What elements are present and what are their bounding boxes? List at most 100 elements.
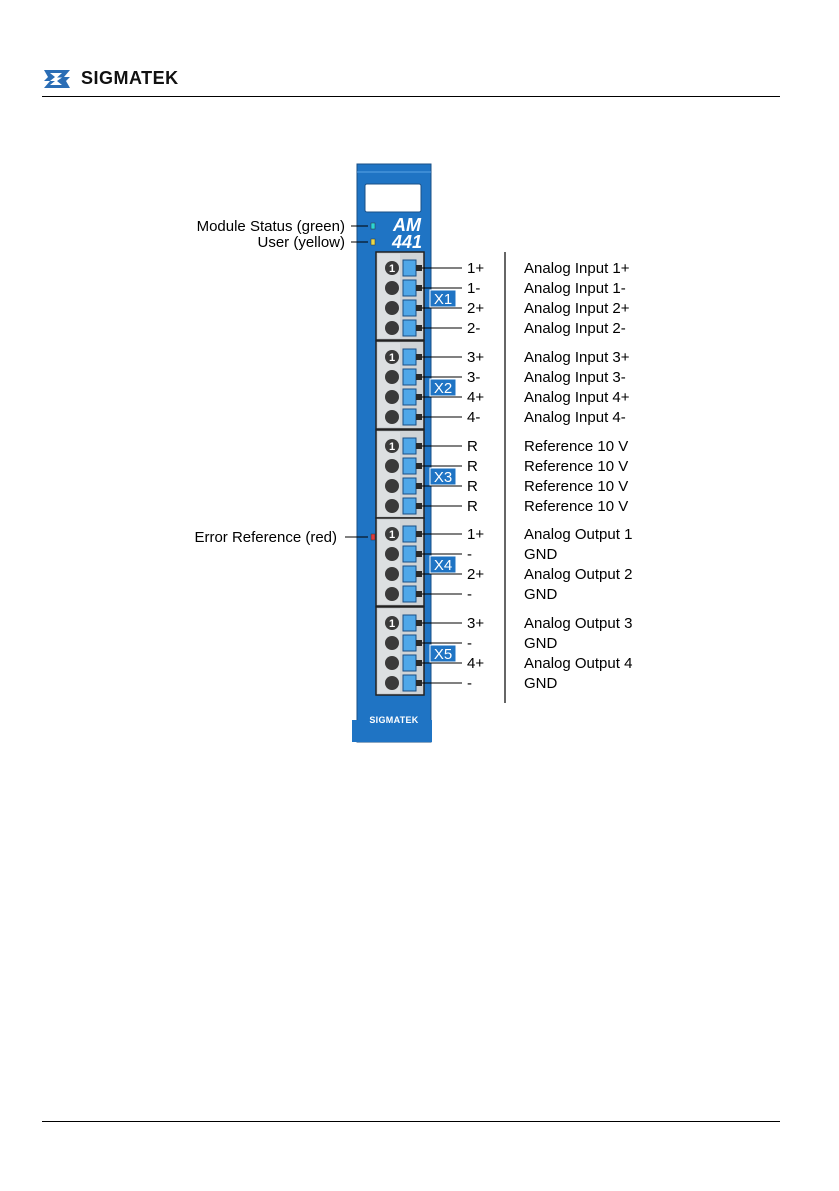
pin-description: Analog Input 4-: [524, 409, 626, 426]
brand-name: SIGMATEK: [81, 68, 179, 88]
header-divider: [42, 96, 780, 97]
spring-clamp: [402, 497, 417, 515]
screw-terminal: [385, 499, 399, 513]
screw-terminal: [385, 616, 399, 630]
pin1-marker: 1: [389, 352, 395, 364]
clamp-release: [416, 374, 422, 380]
connector-tag: X2: [434, 380, 452, 397]
pin-label: 1-: [467, 280, 480, 297]
screw-terminal: [385, 567, 399, 581]
clamp-release: [416, 503, 422, 509]
pin1-marker: 1: [389, 529, 395, 541]
spring-clamp: [402, 437, 417, 455]
clamp-release: [416, 571, 422, 577]
pin-description: Reference 10 V: [524, 478, 628, 495]
clamp-release: [416, 531, 422, 537]
pin-description: Analog Input 1-: [524, 280, 626, 297]
screw-terminal: [385, 261, 399, 275]
screw-terminal: [385, 547, 399, 561]
pin-label: 2-: [467, 320, 480, 337]
led-1: [370, 238, 376, 246]
spring-clamp: [402, 457, 417, 475]
pin-label: 3+: [467, 615, 484, 632]
clamp-release: [416, 394, 422, 400]
led-2: [370, 533, 376, 541]
pin-label: 4+: [467, 389, 484, 406]
clamp-release: [416, 443, 422, 449]
clamp-release: [416, 305, 422, 311]
clamp-release: [416, 680, 422, 686]
screw-terminal: [385, 676, 399, 690]
pin-label: -: [467, 675, 472, 692]
sigmatek-logo-icon: [44, 70, 70, 88]
connector-tag-bg: [429, 289, 457, 308]
spring-clamp: [402, 279, 417, 297]
spring-clamp: [402, 634, 417, 652]
screw-terminal: [385, 479, 399, 493]
pin-label: R: [467, 458, 478, 475]
screw-strip: [378, 254, 400, 338]
connector-tag-bg: [429, 644, 457, 663]
led-label-1: User (yellow): [257, 234, 345, 251]
screw-strip: [378, 520, 400, 604]
spring-clamp: [402, 477, 417, 495]
pin-description: GND: [524, 635, 558, 652]
connector-x2: 1: [375, 340, 462, 430]
pin-label: 3-: [467, 369, 480, 386]
spring-clamp: [402, 654, 417, 672]
spring-clamp: [402, 674, 417, 692]
screw-strip: [378, 609, 400, 693]
pin-description: Reference 10 V: [524, 458, 628, 475]
pin-label: R: [467, 438, 478, 455]
pin1-marker: 1: [389, 441, 395, 453]
clamp-release: [416, 660, 422, 666]
connector-tag: X3: [434, 469, 452, 486]
screw-terminal: [385, 321, 399, 335]
screw-terminal: [385, 301, 399, 315]
pin-label: 2+: [467, 566, 484, 583]
connector-tag: X5: [434, 646, 452, 663]
pin-label: 4+: [467, 655, 484, 672]
pin-label: R: [467, 498, 478, 515]
pin-description: Analog Input 1+: [524, 260, 630, 277]
screw-terminal: [385, 350, 399, 364]
pin-description: Analog Output 2: [524, 566, 632, 583]
pin-description: GND: [524, 546, 558, 563]
pin-description: Analog Output 4: [524, 655, 632, 672]
spring-clamp: [402, 545, 417, 563]
connector-x3: 1: [375, 429, 462, 519]
pin-label: -: [467, 546, 472, 563]
spring-clamp: [402, 388, 417, 406]
screw-terminal: [385, 370, 399, 384]
pin-label: -: [467, 635, 472, 652]
spring-clamp: [402, 348, 417, 366]
pin1-marker: 1: [389, 263, 395, 275]
footer-divider: [42, 1121, 780, 1122]
spring-clamp: [402, 299, 417, 317]
screw-strip: [378, 343, 400, 427]
connector-x5: 1: [375, 606, 462, 696]
spring-clamp: [402, 585, 417, 603]
clamp-release: [416, 285, 422, 291]
pin1-marker: 1: [389, 618, 395, 630]
clamp-release: [416, 591, 422, 597]
connector-x4: 1: [375, 517, 462, 607]
pin-label: R: [467, 478, 478, 495]
connector-tag: X1: [434, 291, 452, 308]
screw-terminal: [385, 410, 399, 424]
pin-description: GND: [524, 675, 558, 692]
connector-tag-bg: [429, 378, 457, 397]
pin-label: -: [467, 586, 472, 603]
screw-terminal: [385, 439, 399, 453]
led-label-2: Error Reference (red): [194, 529, 337, 546]
pin-description: Analog Input 3+: [524, 349, 630, 366]
pin-label: 3+: [467, 349, 484, 366]
pin-label: 1+: [467, 526, 484, 543]
module-foot: [352, 720, 432, 742]
pin-description: Analog Output 3: [524, 615, 632, 632]
page-header: SIGMATEK: [42, 66, 780, 98]
led-label-0: Module Status (green): [197, 218, 345, 235]
module-type-line1: AM: [392, 215, 422, 235]
module-footer-brand: SIGMATEK: [369, 715, 418, 725]
pin-label: 2+: [467, 300, 484, 317]
